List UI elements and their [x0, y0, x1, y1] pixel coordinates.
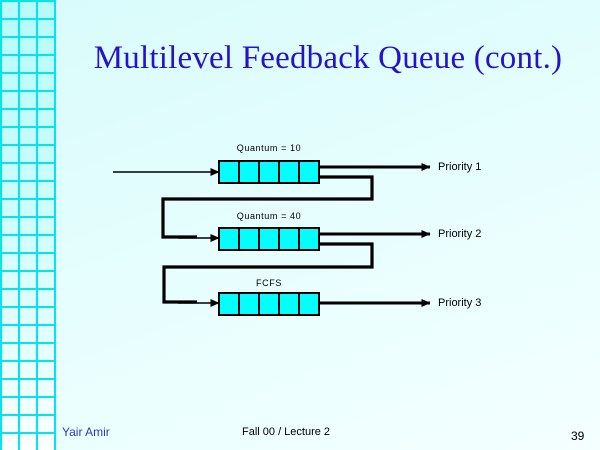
queue-cell	[300, 294, 318, 314]
queue-cell	[240, 229, 260, 249]
priority-1-label: Priority 1	[438, 161, 482, 173]
queue-cell	[280, 162, 300, 182]
queue-cell	[220, 229, 240, 249]
queue-cell	[220, 162, 240, 182]
queue-cell	[300, 229, 318, 249]
queue-1-feedback-loop	[161, 175, 374, 239]
queue-1-label: Quantum = 10	[236, 143, 302, 153]
queue-cell	[280, 229, 300, 249]
queue-cell	[240, 294, 260, 314]
queue-cell	[300, 162, 318, 182]
decorative-grid-band	[0, 0, 56, 450]
footer-author: Yair Amir	[62, 425, 110, 439]
queue-3-box	[218, 292, 320, 316]
priority-2-label: Priority 2	[438, 228, 482, 240]
queue-cell	[220, 294, 240, 314]
queue-3-label: FCFS	[256, 278, 282, 288]
queue-1-box	[218, 160, 320, 184]
queue-cell	[240, 162, 260, 182]
queue-2-label: Quantum = 40	[236, 211, 302, 221]
footer-course: Fall 00 / Lecture 2	[242, 426, 331, 438]
queue-cell	[260, 229, 280, 249]
page-title: Multilevel Feedback Queue (cont.)	[93, 40, 563, 76]
queue-cell	[280, 294, 300, 314]
queue-cell	[260, 294, 280, 314]
footer-page-number: 39	[571, 429, 585, 443]
queue-2-feedback-loop	[162, 242, 374, 304]
queue-2-box	[218, 227, 320, 251]
queue-cell	[260, 162, 280, 182]
grid-band-edge	[54, 0, 56, 450]
priority-3-label: Priority 3	[438, 297, 482, 309]
